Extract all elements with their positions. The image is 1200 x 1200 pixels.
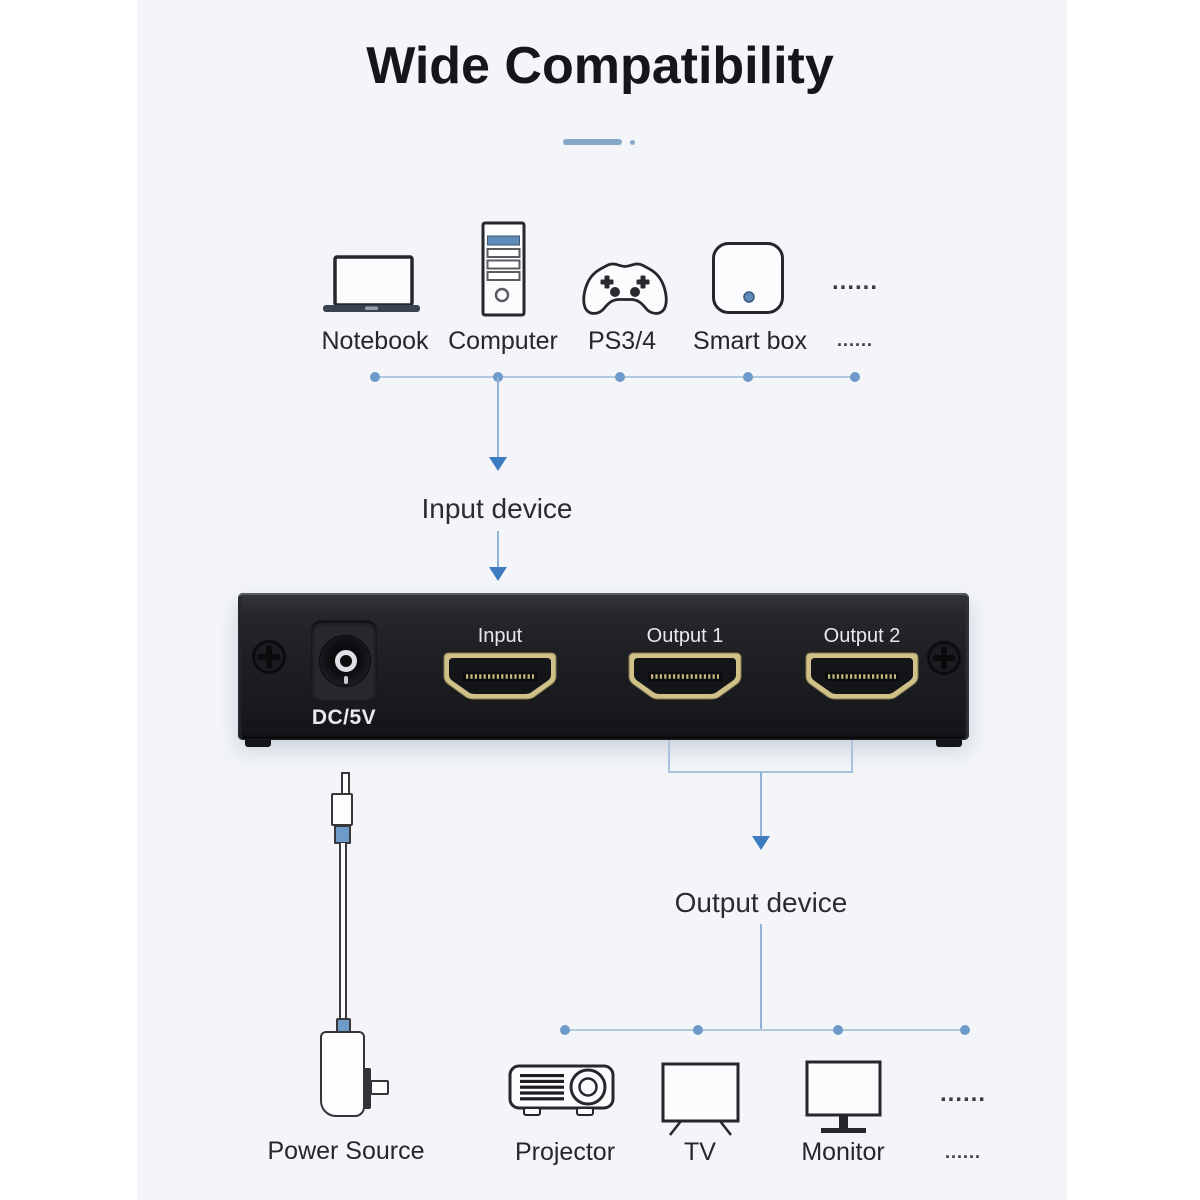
- input-more-devices-dots: ......: [831, 268, 879, 295]
- hdmi-output2-port-label: Output 2: [823, 625, 901, 647]
- hdmi-output1-port: Output 1: [627, 625, 743, 705]
- input-device-label-ps34: PS3/4: [587, 327, 657, 355]
- dc-plug-tip: [341, 772, 350, 795]
- bus-dot-ps34: [615, 372, 625, 382]
- power-cable: [339, 843, 347, 1021]
- output-device-label-projector: Projector: [514, 1138, 616, 1166]
- output-device-label-monitor: Monitor: [801, 1138, 885, 1166]
- output-flow-label: Output device: [674, 887, 848, 918]
- output2-drop-line: [851, 740, 853, 773]
- input-more-labels-dots: ......: [836, 330, 874, 350]
- hdmi-output1-port-label: Output 1: [646, 625, 724, 647]
- panel-foot-right: [936, 740, 962, 747]
- hdmi-port-icon: [805, 652, 919, 700]
- dc-jack-pin: [335, 650, 357, 672]
- dc-jack-glint: [344, 676, 348, 684]
- desktop-tower-icon: [481, 221, 526, 317]
- dc-power-jack: [311, 620, 377, 701]
- laptop-icon: [323, 255, 420, 312]
- output-more-devices-dots: ......: [939, 1080, 987, 1107]
- bus-dot-notebook: [370, 372, 380, 382]
- input-stem-line: [497, 377, 499, 457]
- tv-icon: [661, 1062, 740, 1136]
- output-more-labels-dots: ......: [944, 1142, 982, 1162]
- input-flow-label: Input device: [421, 493, 573, 524]
- title-divider: [563, 139, 622, 145]
- hdmi-splitter-panel: DC/5V Input Output 1 Output 2: [238, 593, 969, 747]
- output-bus-line: [565, 1029, 965, 1031]
- dc-jack-barrel: [319, 635, 371, 687]
- screw-right-icon: [927, 641, 961, 675]
- power-adapter-prong: [370, 1080, 389, 1095]
- input-stem-line-2: [497, 531, 499, 567]
- bus-dot-monitor: [833, 1025, 843, 1035]
- power-source-label: Power Source: [267, 1137, 425, 1165]
- input-device-label-computer: Computer: [448, 327, 558, 355]
- projector-icon: [508, 1064, 615, 1116]
- bus-dot-smartbox: [743, 372, 753, 382]
- smart-box-icon: [712, 242, 784, 314]
- input-device-label-smartbox: Smart box: [693, 327, 807, 355]
- gamepad-icon: [582, 262, 668, 315]
- panel-foot-left: [245, 740, 271, 747]
- power-adapter-body: [320, 1031, 365, 1117]
- dc-plug-sleeve: [334, 825, 351, 844]
- hdmi-port-icon: [443, 652, 557, 700]
- bus-dot-tv: [693, 1025, 703, 1035]
- input-arrow-icon: [489, 457, 507, 471]
- hdmi-input-port: Input: [442, 625, 558, 705]
- monitor-icon: [805, 1060, 882, 1133]
- output1-drop-line: [668, 740, 670, 773]
- input-arrow-icon-2: [489, 567, 507, 581]
- output-stem-line-2: [760, 924, 762, 1030]
- bus-dot-more-output: [960, 1025, 970, 1035]
- input-device-label-notebook: Notebook: [321, 327, 429, 355]
- hdmi-input-port-label: Input: [477, 625, 523, 647]
- dc-port-label: DC/5V: [311, 706, 377, 729]
- bus-dot-projector: [560, 1025, 570, 1035]
- hdmi-port-icon: [628, 652, 742, 700]
- hdmi-output2-port: Output 2: [804, 625, 920, 705]
- power-adapter-plug-base: [363, 1068, 371, 1109]
- bus-dot-more: [850, 372, 860, 382]
- screw-left-icon: [252, 640, 286, 674]
- output-stem-line: [760, 772, 762, 836]
- output-arrow-icon: [752, 836, 770, 850]
- title-divider-dot: [630, 140, 635, 145]
- page-title: Wide Compatibility: [366, 37, 834, 95]
- dc-plug-barrel: [331, 793, 353, 826]
- output-device-label-tv: TV: [684, 1138, 716, 1166]
